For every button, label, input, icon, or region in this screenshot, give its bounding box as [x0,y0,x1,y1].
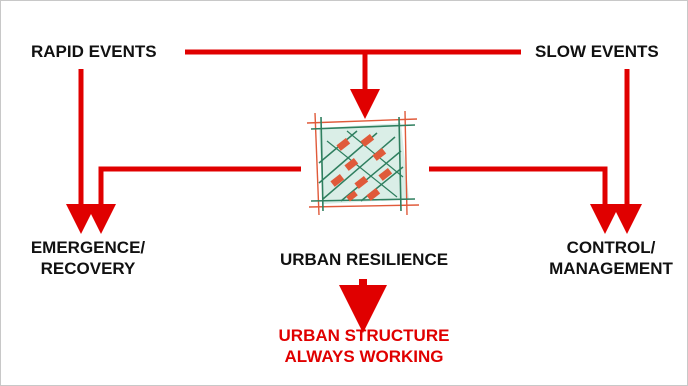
outcome-label-line2: ALWAYS WORKING [284,347,444,366]
emergence-label-line1: EMERGENCE/ [30,238,146,257]
control-management-label: CONTROL/ MANAGEMENT [541,237,681,279]
slow-events-label: SLOW EVENTS [535,42,659,61]
outcome-label: URBAN STRUCTURE ALWAYS WORKING [251,325,477,367]
center-to-left-arrow [86,166,301,234]
management-label-line2: MANAGEMENT [549,259,673,278]
emergence-recovery-label: EMERGENCE/ RECOVERY [23,237,153,279]
urban-resilience-label: URBAN RESILIENCE [279,250,449,269]
outcome-label-line1: URBAN STRUCTURE [278,326,450,345]
control-label-line1: CONTROL/ [566,238,656,257]
center-to-right-arrow [429,166,620,234]
recovery-label-line2: RECOVERY [40,259,136,278]
urban-grid-sketch-icon [306,110,420,216]
rapid-events-label: RAPID EVENTS [31,42,157,61]
